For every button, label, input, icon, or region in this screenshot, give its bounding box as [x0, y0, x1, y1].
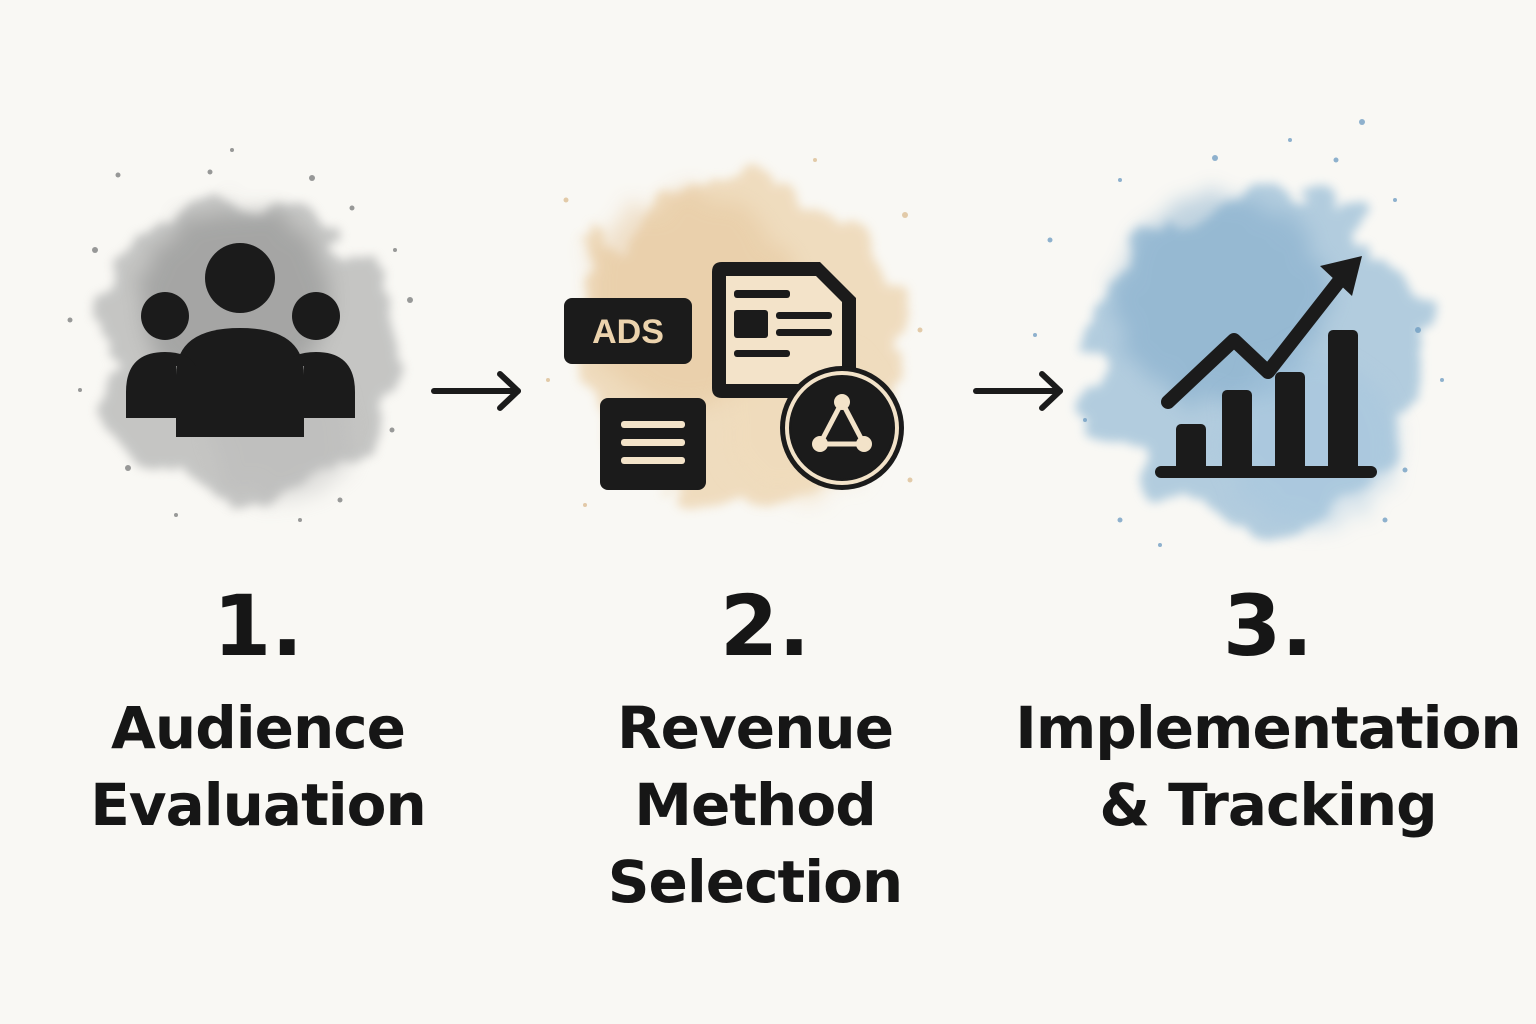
step-2-number: 2.	[719, 577, 811, 675]
step-3-title: Implementation & Tracking	[1008, 690, 1528, 844]
ads-badge-label: ADS	[592, 313, 664, 351]
step-2-title-line: Selection	[607, 848, 903, 916]
chart-baseline	[1155, 466, 1377, 478]
network-share-icon	[780, 366, 904, 490]
audience-group-icon	[126, 243, 355, 437]
watercolor-splash-blue	[1033, 119, 1444, 547]
step-2-title-line: Revenue	[616, 694, 894, 762]
arrow-right-icon	[973, 371, 1063, 411]
chart-bar-icon	[1328, 330, 1358, 476]
chart-bar-icon	[1176, 424, 1206, 476]
trend-line	[1161, 273, 1347, 409]
step-2-title-line: Method	[634, 771, 876, 839]
growth-chart-icon	[1155, 256, 1377, 478]
step-3-title-line: & Tracking	[1099, 771, 1437, 839]
revenue-methods-icon: ADS	[564, 262, 904, 490]
step-3-number: 3.	[1222, 577, 1314, 675]
text-block-icon	[600, 398, 706, 490]
document-icon	[712, 262, 856, 398]
step-1-number: 1.	[212, 577, 304, 675]
arrow-right-icon	[431, 371, 521, 411]
step-1-title: Audience Evaluation	[58, 690, 458, 844]
step-1-title-line: Evaluation	[90, 771, 427, 839]
trend-arrowhead-icon	[1320, 256, 1362, 296]
step-2-title: Revenue Method Selection	[555, 690, 955, 921]
ads-badge	[564, 298, 692, 364]
chart-bar-icon	[1222, 390, 1252, 476]
chart-bar-icon	[1275, 372, 1305, 476]
step-1-title-line: Audience	[111, 694, 406, 762]
step-3-title-line: Implementation	[1015, 694, 1521, 762]
